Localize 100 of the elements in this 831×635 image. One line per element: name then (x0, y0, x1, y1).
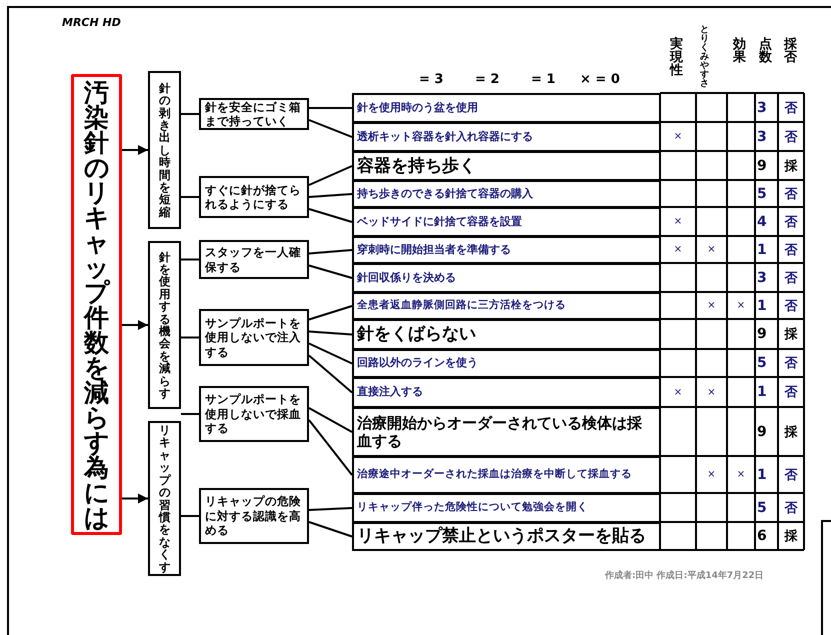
decision-text: 否 (784, 270, 798, 288)
connector-line (181, 413, 199, 415)
arrow (122, 494, 148, 504)
score-value: 5 (757, 184, 768, 204)
mark-symbol: × (706, 468, 717, 482)
measure-box: サンプルポートを使用しないで注入する (199, 309, 309, 366)
connector-line (181, 515, 199, 517)
mark-symbol: × (706, 299, 717, 313)
connector-line (181, 258, 199, 260)
action-cell: 持ち歩きのできる針捨て容器の購入 (352, 180, 661, 208)
connector-line (308, 208, 352, 223)
scale-legend-text: = 1 (531, 72, 556, 87)
score-value: 9 (757, 422, 768, 442)
action-cell: 透析キット容器を針入れ容器にする (352, 122, 661, 152)
mark-symbol: × (672, 130, 684, 144)
action-cell: 治療途中オーダーされた採血は治療を中断して採血する (352, 456, 661, 494)
action-cell: 回路以外のラインを使う (352, 349, 661, 378)
score-value: 9 (757, 156, 768, 176)
action-cell: ベッドサイドに針捨て容器を設置 (352, 207, 661, 237)
connector-line (308, 354, 353, 394)
decision-text: 採 (783, 326, 798, 344)
decision-text: 採 (783, 158, 798, 176)
connector-line (308, 330, 352, 336)
connector-line (181, 196, 199, 198)
connector-line (181, 113, 199, 115)
mark-symbol: × (706, 243, 717, 257)
action-cell: 治療開始からオーダーされている検体は採血する (352, 407, 661, 457)
measure-box: 針を安全にゴミ箱まで持っていく (199, 98, 309, 130)
connector-line (308, 507, 352, 511)
decision-text: 否 (784, 298, 798, 316)
score-value: 4 (757, 212, 768, 232)
score-value: 5 (757, 354, 768, 373)
category-box: リキャップの習慣をなくす (148, 421, 181, 576)
category-box: 針の剥き出し時間を短縮 (148, 71, 181, 229)
scale-legend-text: × = 0 (580, 72, 620, 87)
column-header: 採否 (784, 38, 797, 64)
score-value: 3 (757, 128, 768, 146)
connector-line (308, 419, 353, 476)
connector-line (308, 342, 352, 364)
decision-text: 否 (784, 384, 798, 402)
decision-text: 否 (784, 466, 798, 484)
connector-line (308, 165, 352, 186)
score-value: 1 (757, 466, 768, 484)
mark-symbol: × (672, 386, 684, 400)
header-text: MRCH HD (62, 16, 121, 29)
column-header: 点数 (759, 38, 772, 64)
decision-text: 否 (784, 500, 798, 518)
score-value: 9 (757, 325, 768, 344)
action-cell: リキャップ伴った危険性について勉強会を開く (352, 493, 661, 523)
measure-box: スタッフを一人確保する (199, 240, 309, 279)
mark-symbol: × (706, 386, 717, 400)
decision-text: 否 (784, 128, 798, 146)
connector-line (308, 521, 352, 538)
column-header: 実現性 (670, 38, 683, 77)
column-header: とりくみやすさ (700, 26, 709, 89)
score-value: 3 (757, 98, 768, 118)
scale-legend-text: = 3 (419, 72, 444, 87)
decision-text: 採 (783, 424, 798, 442)
decision-text: 否 (784, 186, 798, 204)
measure-box: すぐに針が捨てられるようにする (199, 176, 309, 218)
category-box: 針を使用する機会を減らす (148, 241, 181, 409)
action-cell: 針回収係りを決める (352, 263, 661, 293)
mark-symbol: × (736, 468, 746, 482)
arrow (122, 320, 148, 330)
score-value: 1 (757, 240, 768, 260)
action-cell: 直接注入する (352, 377, 661, 408)
mark-symbol: × (672, 215, 684, 229)
action-cell: リキャップ禁止というポスターを貼る (352, 522, 661, 551)
measure-box: サンプルポートを使用しないで採血する (199, 386, 309, 442)
column-header: 効果 (733, 38, 746, 64)
action-cell: 容器を持ち歩く (352, 151, 661, 181)
connector-line (308, 407, 352, 433)
decision-text: 採 (783, 528, 798, 546)
mark-symbol: × (736, 299, 746, 313)
mark-symbol: × (672, 243, 684, 257)
measure-box: リキャップの危険に対する認識を高める (199, 488, 309, 544)
connector-line (308, 305, 352, 320)
footer-text: 作成者:田中 作成日:平成14年7月22日 (605, 569, 764, 582)
connector-line (308, 249, 352, 254)
connector-line (181, 336, 199, 338)
score-value: 3 (757, 268, 768, 288)
action-cell: 針をくばらない (352, 319, 661, 350)
goal-box: 汚染針のリキャップ件数を減らす為には (71, 74, 122, 535)
action-cell: 穿刺時に開始担当者を準備する (352, 236, 661, 264)
score-value: 1 (757, 296, 768, 316)
decision-text: 否 (784, 242, 798, 260)
action-cell: 針を使用時のう盆を使用 (352, 93, 661, 123)
connector-line (308, 264, 352, 279)
score-value: 1 (757, 383, 768, 402)
score-value: 5 (757, 498, 768, 518)
connector-line (308, 193, 352, 198)
decision-text: 否 (784, 355, 798, 373)
scale-legend-text: = 2 (475, 72, 500, 87)
score-value: 6 (757, 527, 768, 546)
arrow (122, 145, 148, 155)
decision-text: 否 (784, 214, 798, 232)
decision-text: 否 (784, 100, 798, 118)
connector-line (309, 107, 352, 109)
action-cell: 全患者返血静脈側回路に三方活栓をつける (352, 292, 661, 320)
connector-line (308, 119, 352, 138)
